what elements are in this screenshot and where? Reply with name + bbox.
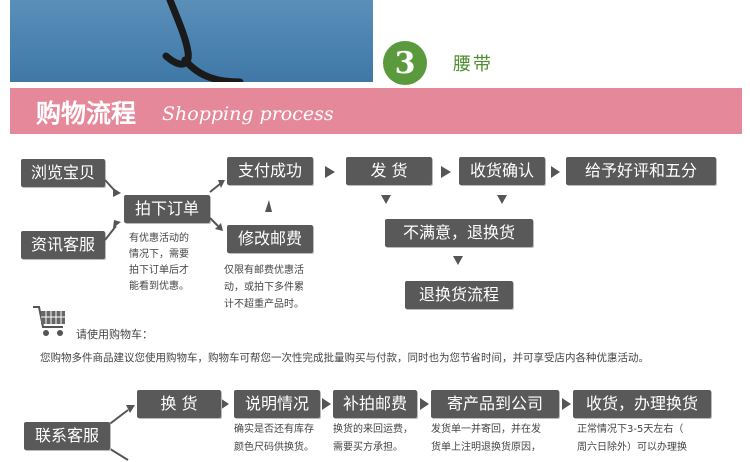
- browse-box: 浏览宝贝: [21, 159, 105, 187]
- order-note-line: 拍下订单后才: [129, 265, 189, 276]
- order-note-line: 能看到优惠。: [129, 281, 189, 292]
- banner-title: 购物流程: [36, 99, 137, 128]
- order-note-line: 有优惠活动的: [129, 233, 189, 244]
- postage-note-line: 动，或拍下多件累: [224, 282, 304, 293]
- pay-box: 支付成功: [227, 157, 313, 185]
- step-number-badge: 3: [383, 41, 427, 85]
- arrow-head-icon: [126, 405, 135, 413]
- arrow-head-icon: [113, 220, 121, 228]
- arrow-head-icon: [325, 166, 335, 178]
- order-note: 有优惠活动的 情况下，需要 拍下订单后才 能看到优惠。: [129, 231, 189, 295]
- modify-postage-box: 修改邮费: [227, 225, 313, 253]
- explain-note-line: 颜色尺码供换货。: [234, 442, 314, 453]
- postage-box: 补拍邮费: [333, 390, 417, 418]
- arrow-head-icon: [265, 200, 272, 212]
- unsatisfied-box: 不满意，退换货: [385, 219, 533, 247]
- postage-exchange-note-line: 需要买方承担。: [333, 442, 403, 453]
- order-note-line: 情况下，需要: [129, 249, 189, 260]
- explain-note-line: 确实是否还有库存: [234, 424, 314, 435]
- place-order-box: 拍下订单: [124, 195, 210, 223]
- arrow-head-icon: [218, 180, 225, 188]
- explain-note: 确实是否还有库存 颜色尺码供换货。: [234, 421, 314, 457]
- ship-box: 发 货: [346, 157, 432, 185]
- postage-note: 仅限有邮费优惠活 动，或拍下多件累 计不超重产品时。: [224, 262, 304, 313]
- postage-note-line: 计不超重产品时。: [224, 299, 304, 310]
- receive-note-line: 正常情况下3-5天左右（: [577, 424, 684, 435]
- arrow-head-icon: [420, 398, 429, 410]
- postage-note-line: 仅限有邮费优惠活: [224, 265, 304, 276]
- receive-box: 收货，办理换货: [573, 390, 711, 418]
- arrow-head-icon: [322, 398, 331, 410]
- postage-exchange-note-line: 换货的来回运费，: [333, 424, 413, 435]
- send-note-line: 发货单一并寄回，并在发: [431, 424, 541, 435]
- section-banner: 购物流程 Shopping process: [10, 88, 742, 134]
- contact-service-box: 联系客服: [24, 422, 110, 450]
- shopping-cart-icon: [33, 306, 65, 336]
- postage-exchange-note: 换货的来回运费， 需要买方承担。: [333, 421, 413, 457]
- cart-hint: 请使用购物车：: [76, 328, 153, 341]
- arrow-head-icon: [551, 166, 560, 178]
- banner-subtitle: Shopping process: [162, 103, 334, 125]
- return-flow-box: 退换货流程: [405, 281, 513, 309]
- step-label: 腰带: [453, 54, 493, 75]
- confirm-box: 收货确认: [459, 157, 545, 185]
- product-photo: [10, 0, 373, 82]
- send-note: 发货单一并寄回，并在发 货单上注明退换货原因，: [431, 421, 541, 457]
- arrow-head-icon: [220, 398, 229, 410]
- arrow-head-icon: [497, 195, 507, 204]
- review-box: 给予好评和五分: [566, 157, 716, 185]
- arrow-head-icon: [215, 223, 223, 231]
- send-back-box: 寄产品到公司: [431, 390, 559, 418]
- arrow-head-icon: [113, 188, 121, 197]
- receive-note-line: 周六日除外）可以办理换: [577, 442, 687, 453]
- receive-note: 正常情况下3-5天左右（ 周六日除外）可以办理换: [577, 421, 687, 457]
- send-note-line: 货单上注明退换货原因，: [431, 442, 541, 453]
- arrow-head-icon: [453, 256, 463, 265]
- arrow-head-icon: [441, 166, 451, 178]
- arrow-head-icon: [562, 398, 571, 410]
- explain-box: 说明情况: [234, 390, 320, 418]
- exchange-box: 换 货: [137, 390, 221, 418]
- cart-description: 您购物多件商品建议您使用购物车，购物车可帮您一次性完成批量购买与付款，同时也为您…: [40, 352, 649, 364]
- consult-box: 资讯客服: [21, 231, 105, 259]
- arrow-head-icon: [381, 195, 391, 204]
